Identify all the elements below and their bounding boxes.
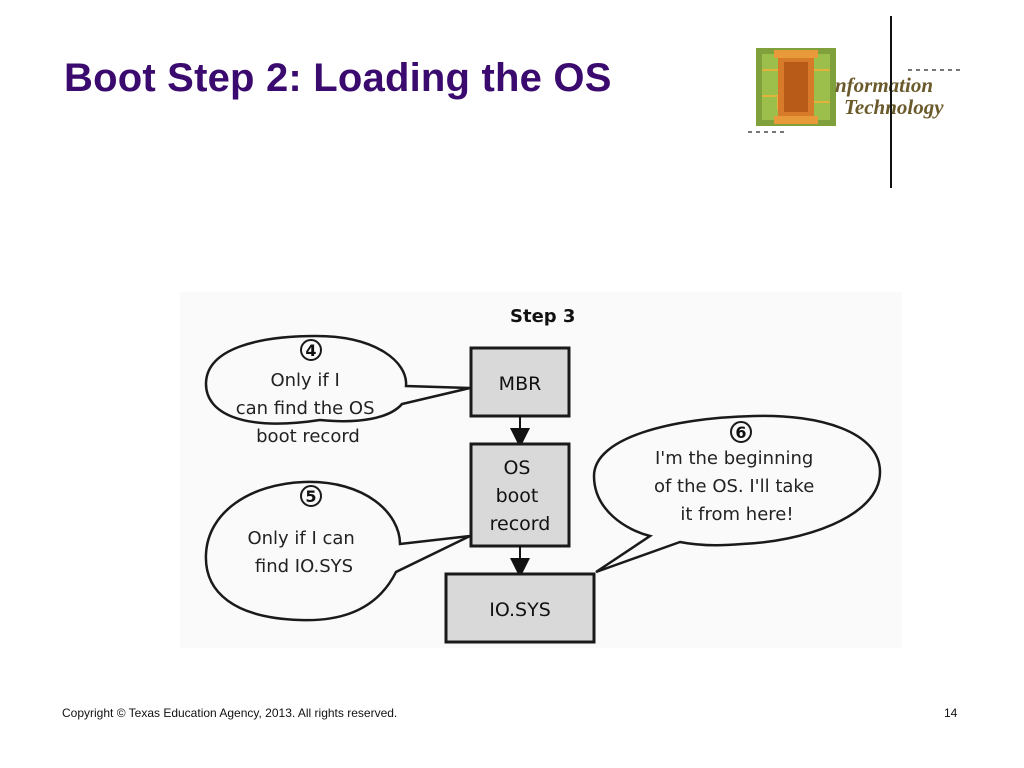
callout-6: 6 I'm the beginning of the OS. I'll take… [592, 414, 882, 574]
callout-5-line1: Only if I can [247, 528, 354, 549]
logo-graphic [748, 48, 962, 133]
callout-5-line2: find IO.SYS [255, 556, 353, 577]
slide-title: Boot Step 2: Loading the OS [64, 56, 612, 100]
callout-4-number: 4 [305, 341, 316, 360]
copyright-footer: Copyright © Texas Education Agency, 2013… [62, 706, 398, 720]
mbr-box-label: MBR [499, 373, 542, 395]
header-divider [890, 16, 892, 188]
os-boot-record-box-label: OS boot record [490, 457, 551, 535]
callout-6-text: I'm the beginning of the OS. I'll take i… [654, 448, 820, 525]
callout-5-bubble [204, 480, 471, 622]
callout-4-line1: Only if I [270, 370, 339, 391]
boot-diagram: Step 3 4 Only if I can find the OS boot … [180, 292, 902, 648]
logo-text-line1: nformation [835, 73, 934, 97]
os-boot-record-line3: record [490, 513, 551, 535]
page-number: 14 [944, 706, 958, 720]
callout-6-bubble [592, 414, 882, 574]
logo-i-shade [784, 62, 808, 112]
boot-diagram-svg: Step 3 4 Only if I can find the OS boot … [204, 306, 882, 644]
information-technology-logo: nformation Technology [748, 40, 970, 140]
callout-6-badge [730, 421, 752, 443]
callout-4-text: Only if I can find the OS boot record [236, 370, 381, 447]
io-sys-box-label: IO.SYS [489, 599, 551, 621]
callout-4-bubble [204, 334, 471, 425]
os-boot-record-line1: OS [503, 457, 530, 479]
os-boot-record-line2: boot [496, 485, 539, 507]
logo-text-line2: Technology [844, 95, 944, 119]
step-label: Step 3 [510, 306, 575, 327]
callout-5-text: Only if I can find IO.SYS [247, 528, 360, 577]
callout-6-line3: it from here! [680, 504, 793, 525]
callout-5: 5 Only if I can find IO.SYS [204, 480, 471, 622]
callout-5-number: 5 [305, 487, 316, 506]
callout-4-line2: can find the OS [236, 398, 375, 419]
callout-5-badge [300, 485, 322, 507]
callout-6-line1: I'm the beginning [655, 448, 813, 469]
callout-4: 4 Only if I can find the OS boot record [204, 334, 471, 447]
callout-6-line2: of the OS. I'll take [654, 476, 814, 497]
callout-4-badge [300, 339, 322, 361]
logo-i-bottom [774, 116, 818, 124]
callout-6-number: 6 [735, 423, 746, 442]
os-boot-record-box: OS boot record [469, 442, 571, 548]
logo-i-top [774, 50, 818, 58]
callout-4-line3: boot record [256, 426, 360, 447]
mbr-box: MBR [469, 346, 571, 418]
io-sys-box: IO.SYS [444, 572, 596, 644]
io-sys-box-rect [444, 572, 596, 644]
